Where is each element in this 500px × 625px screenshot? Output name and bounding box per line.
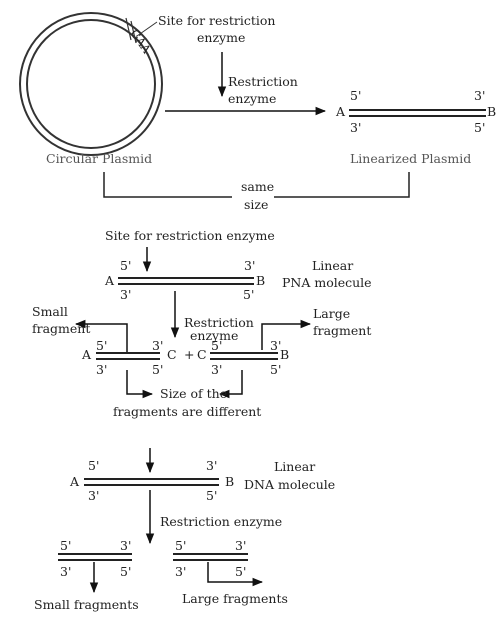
frag2-bot-5: 5' (270, 362, 281, 377)
frag2-top-3: 3' (270, 338, 281, 353)
linear-bot-3: 3' (350, 120, 361, 135)
panel-dna: 5' 3' A B 3' 5' Linear DNA molecule Rest… (34, 448, 335, 612)
pna-site-label: Site for restriction enzyme (105, 228, 275, 243)
dna-bot-5: 5' (206, 488, 217, 503)
pna-top-5: 5' (120, 258, 131, 273)
dna-large-arrow (207, 562, 264, 587)
dna-frag1-top-3: 3' (120, 538, 131, 553)
dna-mol-line1: Linear (274, 459, 315, 474)
pna-mol-line1: Linear (312, 258, 353, 273)
circular-plasmid-outer (19, 12, 163, 156)
linear-end-b: B (487, 104, 496, 119)
circular-plasmid-label: Circular Plasmid (46, 151, 152, 166)
enzyme-label-line2: enzyme (228, 91, 276, 106)
pna-top-3: 3' (244, 258, 255, 273)
site-label-line1: Site for restriction (158, 13, 275, 28)
dna-top-3: 3' (206, 458, 217, 473)
same-size-line2: size (244, 197, 268, 212)
linear-top-3: 3' (474, 88, 485, 103)
dna-top-5: 5' (88, 458, 99, 473)
dna-end-a: A (69, 474, 80, 489)
dna-frag2-bot-3: 3' (175, 564, 186, 579)
linear-end-a: A (335, 104, 346, 119)
pna-enzyme-line1: Restriction (184, 315, 254, 330)
small-fragment-line1: Small (32, 304, 68, 319)
dna-end-b: B (225, 474, 234, 489)
size-different-right-arm (218, 370, 243, 399)
restriction-site-tick-2 (130, 20, 137, 44)
frag1-top-5: 5' (96, 338, 107, 353)
dna-large-label: Large fragments (182, 591, 288, 606)
dna-frag1-bot-5: 5' (120, 564, 131, 579)
pna-end-b: B (256, 273, 265, 288)
site-label-line2: enzyme (197, 30, 245, 45)
linearized-plasmid-label: Linearized Plasmid (350, 151, 471, 166)
frag1-bot-5: 5' (152, 362, 163, 377)
same-size-line1: same (241, 179, 274, 194)
frag1-end-a: A (81, 347, 92, 362)
restriction-site-mark: GAA (128, 27, 155, 57)
pna-mol-line2: PNA molecule (282, 275, 372, 290)
small-fragment-arrow (74, 319, 128, 352)
dna-frag2-top-3: 3' (235, 538, 246, 553)
frag2-bot-3: 3' (211, 362, 222, 377)
pna-bot-5: 5' (243, 287, 254, 302)
site-pointer-line (136, 21, 158, 37)
dna-bot-3: 3' (88, 488, 99, 503)
size-different-left-arm (126, 370, 154, 399)
dna-frag1-bot-3: 3' (60, 564, 71, 579)
enzyme-label-line1: Restriction (228, 74, 298, 89)
dna-frag2-top-5: 5' (175, 538, 186, 553)
dna-mol-line2: DNA molecule (244, 477, 335, 492)
pna-end-a: A (104, 273, 115, 288)
large-fragment-line2: fragment (313, 323, 371, 338)
dna-frag1-top-5: 5' (60, 538, 71, 553)
frag1-bot-3: 3' (96, 362, 107, 377)
dna-small-label: Small fragments (34, 597, 139, 612)
pna-enzyme-line2: enzyme (190, 328, 238, 343)
frag2-top-5: 5' (211, 338, 222, 353)
restriction-site-tick-1 (125, 17, 132, 41)
dna-frag2-bot-5: 5' (235, 564, 246, 579)
pna-bot-3: 3' (120, 287, 131, 302)
dna-enzyme-label: Restriction enzyme (160, 514, 282, 529)
large-fragment-arrow (261, 319, 312, 350)
linear-top-5: 5' (350, 88, 361, 103)
frag2-end-c: C (197, 347, 207, 362)
frag2-end-b: B (280, 347, 289, 362)
size-different-line2: fragments are different (113, 404, 261, 419)
large-fragment-line1: Large (313, 306, 350, 321)
frag1-top-3: 3' (152, 338, 163, 353)
panel-pna: Site for restriction enzyme 5' 3' A B 3'… (32, 228, 372, 419)
plus-sign: + (184, 347, 194, 362)
circular-plasmid-inner (26, 19, 156, 149)
frag1-end-c: C (167, 347, 177, 362)
panel-plasmid: GAA Site for restriction enzyme Restrict… (19, 12, 496, 212)
linear-bot-5: 5' (474, 120, 485, 135)
size-different-line1: Size of the (160, 386, 227, 401)
